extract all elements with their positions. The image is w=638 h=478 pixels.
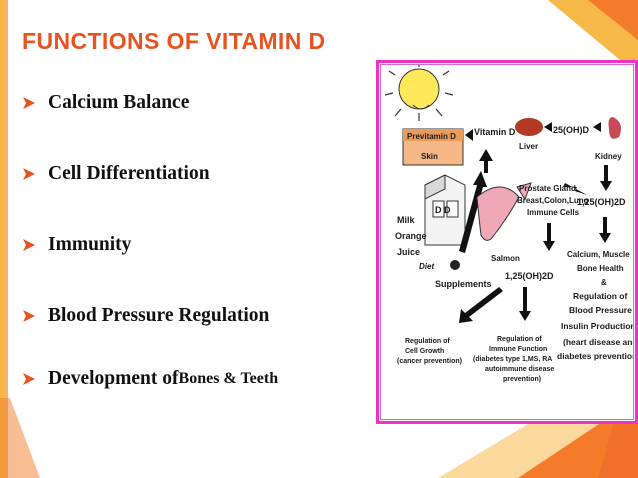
bullet-label: Calcium Balance	[48, 92, 190, 113]
left-arrow-icon	[563, 183, 587, 195]
immune-line3: (diabetes type 1,MS, RA	[473, 356, 552, 363]
previtamin-label: Previtamin D	[407, 132, 456, 141]
hydroxy-label: 25(OH)D	[553, 125, 590, 135]
bullet-item: Cell Differentiation	[22, 163, 210, 185]
calcium-line4: Regulation of	[573, 291, 627, 301]
slide-title: FUNCTIONS OF VITAMIN D	[22, 28, 326, 54]
calcium-line1: Calcium, Muscle	[567, 250, 630, 259]
calcium-line3: &	[601, 278, 607, 287]
kidney-label: Kidney	[595, 152, 622, 161]
bullet-label-small: Bones & Teeth	[178, 370, 279, 387]
vitamin-d-label: Vitamin D	[474, 127, 516, 137]
milk-label: Milk	[397, 215, 415, 225]
calcium-line2: Bone Health	[577, 264, 624, 273]
salmon-tail-icon	[516, 182, 532, 201]
liver-label: Liver	[519, 142, 538, 151]
carton-label: D D	[435, 205, 451, 215]
immune-line2: Immune Function	[489, 346, 547, 353]
diagonal-arrow-icon	[459, 171, 487, 253]
down-arrow-icon	[519, 287, 531, 321]
left-accent-strip	[0, 0, 8, 478]
arrow-bullet-icon	[22, 238, 36, 252]
bullet-item: Development of Bones & Teeth	[22, 368, 278, 390]
arrow-bullet-icon	[22, 96, 36, 110]
prostate-line2: Breast,Colon,Lung	[517, 196, 589, 205]
bullet-item: Calcium Balance	[22, 92, 189, 114]
immune-line4: autoimmune disease	[485, 366, 554, 373]
arrow-icon	[465, 129, 473, 141]
bottom-left-decoration	[0, 398, 40, 478]
down-arrow-icon	[599, 217, 611, 243]
arrow-bullet-icon	[22, 309, 36, 323]
bullet-label: Development of	[48, 368, 179, 389]
arrow-bullet-icon	[22, 167, 36, 181]
salmon-icon	[476, 186, 520, 241]
bullet-label: Cell Differentiation	[48, 163, 210, 184]
bullet-label: Immunity	[48, 234, 132, 255]
arrow-bullet-icon	[22, 372, 36, 386]
top-right-decoration	[548, 0, 638, 75]
diet-label: Diet	[419, 262, 434, 271]
growth-line1: Regulation of	[405, 338, 450, 345]
down-left-arrow-icon	[459, 287, 503, 323]
supplement-pill-icon	[450, 260, 460, 270]
down-arrow-icon	[600, 165, 612, 191]
sun-icon	[384, 65, 454, 121]
arrow-icon	[544, 122, 552, 132]
milk-carton-icon	[424, 174, 466, 246]
immune-line5: prevention)	[503, 376, 541, 383]
bullet-label: Blood Pressure Regulation	[48, 305, 270, 326]
pathway-diagram: Previtamin D Skin Vitamin D Liver 25(OH)…	[381, 65, 633, 419]
dihydroxy-center-label: 1,25(OH)2D	[505, 271, 554, 281]
calcium-line5: Blood Pressure	[569, 305, 632, 315]
calcium-line8: diabetes prevention)	[557, 351, 633, 361]
arrow-icon	[593, 122, 601, 132]
growth-line3: (cancer prevention)	[397, 358, 462, 365]
bullet-item: Immunity	[22, 234, 131, 256]
growth-line2: Cell Growth	[405, 348, 444, 355]
prostate-line3: Immune Cells	[527, 208, 580, 217]
down-arrow-icon	[543, 223, 555, 251]
kidney-icon	[608, 117, 621, 139]
calcium-line7: (heart disease and	[563, 337, 633, 347]
skin-top-layer	[403, 129, 463, 141]
immune-line1: Regulation of	[497, 336, 542, 343]
vitamin-d-pathway-figure: Previtamin D Skin Vitamin D Liver 25(OH)…	[380, 64, 634, 420]
up-arrow-icon	[479, 149, 493, 173]
liver-icon	[515, 118, 543, 136]
juice-label: Juice	[397, 247, 420, 257]
calcium-line6: Insulin Production	[561, 321, 633, 331]
salmon-label: Salmon	[491, 254, 520, 263]
prostate-line1: Prostate Gland,	[519, 184, 578, 193]
orange-label: Orange	[395, 231, 427, 241]
skin-label: Skin	[421, 152, 438, 161]
bullet-item: Blood Pressure Regulation	[22, 305, 269, 327]
supplements-label: Supplements	[435, 279, 492, 289]
dihydroxy-right-label: 1,25(OH)2D	[577, 197, 626, 207]
